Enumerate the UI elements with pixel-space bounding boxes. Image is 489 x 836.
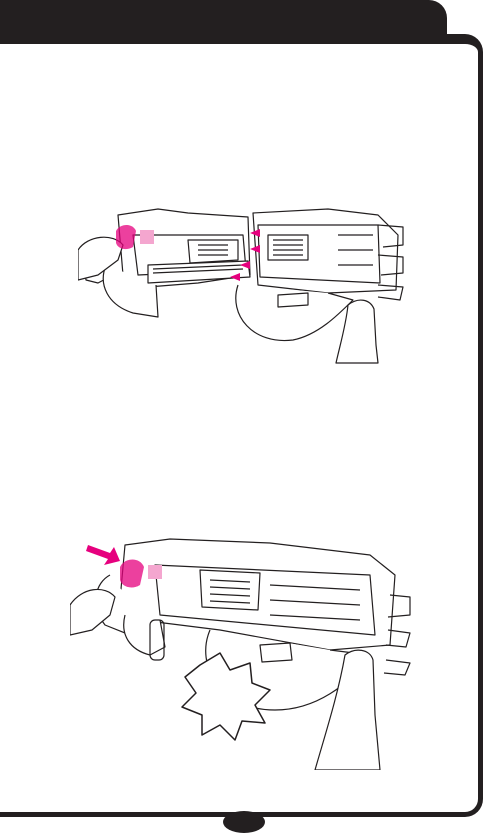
page-number-badge xyxy=(223,811,265,833)
illustration-tray-assembly xyxy=(78,205,408,365)
illustration-release-push xyxy=(70,535,415,770)
